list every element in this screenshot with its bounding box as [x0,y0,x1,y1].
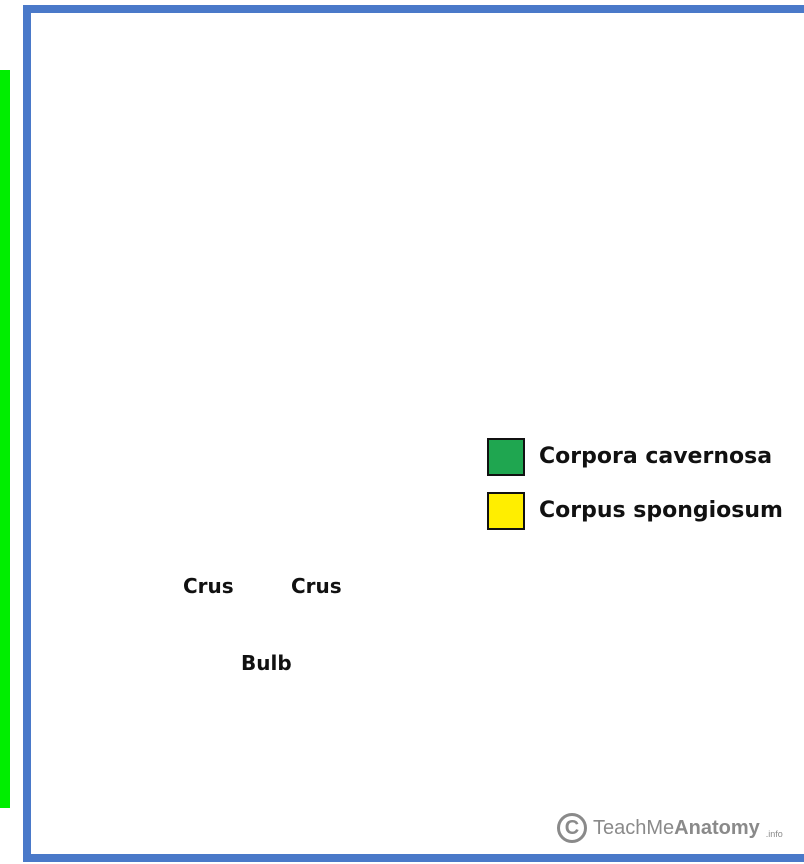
legend-label: Corpus spongiosum [539,498,783,523]
legend-swatch-yellow [487,492,525,530]
copyright-icon: C [557,813,587,843]
content-frame [23,5,804,862]
legend-label: Corpora cavernosa [539,444,772,469]
watermark-text-light: TeachMe [593,817,674,839]
crus-right-label: Crus [291,574,342,598]
watermark-text-bold: Anatomy [674,817,760,839]
crus-left-label: Crus [183,574,234,598]
watermark-suffix: .info [766,829,783,839]
teachmeanatomy-watermark: C TeachMeAnatomy .info [557,808,783,848]
legend-swatch-green [487,438,525,476]
bulb-label: Bulb [241,651,292,675]
watermark-text: TeachMeAnatomy [593,817,760,840]
